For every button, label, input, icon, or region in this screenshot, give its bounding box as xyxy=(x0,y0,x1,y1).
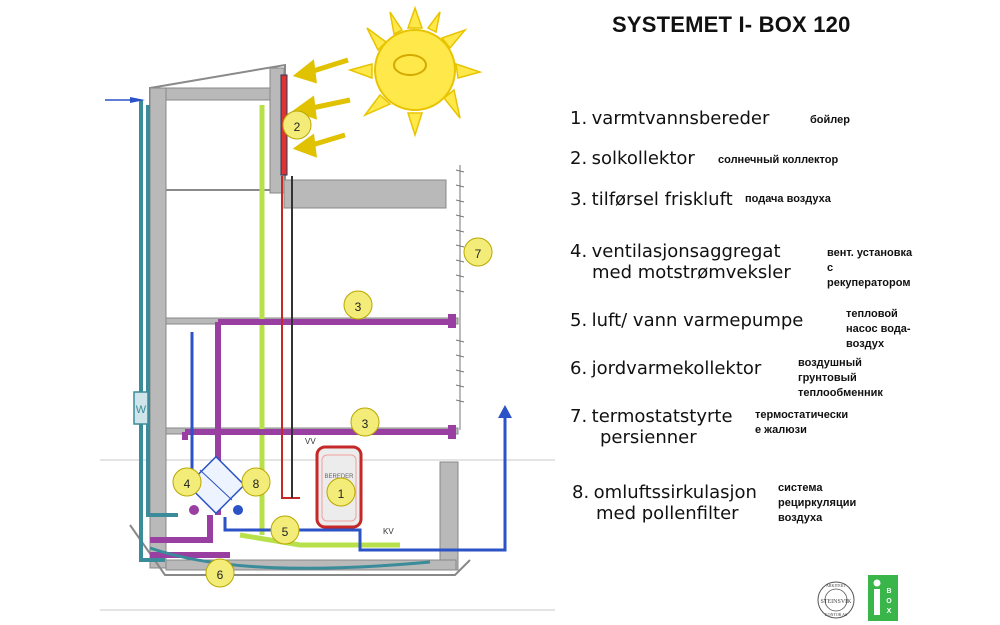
legend-number: 6. xyxy=(570,358,588,379)
badges: 2 7 3 3 4 8 1 5 6 xyxy=(172,110,493,588)
badge-5: 5 xyxy=(270,515,300,545)
legend-item-6: 6. jordvarmekollektor xyxy=(570,358,761,379)
hot-water-pipes xyxy=(281,176,300,499)
ru-line: воздушный xyxy=(798,357,862,369)
legend-label-no-line2: persienner xyxy=(600,427,697,448)
legend-label-ru: вент. установка с рекуператором xyxy=(827,246,912,291)
badge-6: 6 xyxy=(205,558,235,588)
foundation-outline xyxy=(129,524,471,576)
legend-label-no: jordvarmekollektor xyxy=(591,358,762,379)
ru-line: с xyxy=(827,262,834,274)
vent-outlet-upper xyxy=(448,314,456,328)
tank-label: BEREDER xyxy=(324,474,354,480)
legend-label-ru: тепловой насос вода- воздух xyxy=(846,307,911,352)
legend-label-no: tilførsel friskluft xyxy=(591,189,733,210)
legend-number: 8. xyxy=(572,482,590,503)
ibox-logo: B O X xyxy=(868,575,898,621)
svg-text:B: B xyxy=(886,588,891,595)
fresh-air-duct xyxy=(150,319,455,558)
exhaust-duct xyxy=(139,100,178,562)
legend-label-ru: подача воздуха xyxy=(745,193,831,205)
badge-3b: 3 xyxy=(350,407,380,437)
legend-label-no-line2: med motstrømveksler xyxy=(592,262,791,283)
ru-line: рециркуляции xyxy=(778,497,857,509)
heat-exchanger-box xyxy=(133,391,149,425)
heat-exchanger-label: W xyxy=(136,404,147,416)
badge-2: 2 xyxy=(282,110,312,140)
legend-item-1: 1. varmtvannsbereder xyxy=(570,108,769,129)
legend-number: 5. xyxy=(570,310,588,331)
svg-text:3: 3 xyxy=(355,300,362,314)
ru-line: система xyxy=(778,482,823,494)
sun-icon xyxy=(347,5,483,138)
legend-number: 1. xyxy=(570,108,588,129)
kv-label: KV xyxy=(383,527,394,536)
legend-number: 4. xyxy=(570,241,588,262)
legend-label-no: ventilasjonsaggregat xyxy=(591,241,781,262)
ru-line: насос вода- xyxy=(846,323,911,335)
svg-text:STEINSVIK: STEINSVIK xyxy=(821,599,853,605)
svg-text:X: X xyxy=(887,608,892,615)
legend-number: 3. xyxy=(570,189,588,210)
badge-1: 1 xyxy=(326,477,356,507)
legend-label-no: termostatstyrte xyxy=(591,406,733,427)
legend-label-ru: воздушный грунтовый теплообменник xyxy=(798,356,883,401)
legend-number: 2. xyxy=(570,148,588,169)
legend-label-ru: солнечный коллектор xyxy=(718,154,839,166)
legend-label-no: varmtvannsbereder xyxy=(591,108,770,129)
ru-line: теплообменник xyxy=(798,387,883,399)
legend-label-ru: бойлер xyxy=(810,114,850,126)
svg-text:2: 2 xyxy=(294,120,301,134)
supply-arrow-icon xyxy=(498,405,512,418)
page-title: SYSTEMET I- BOX 120 xyxy=(612,12,851,37)
svg-text:4: 4 xyxy=(184,477,191,491)
legend-item-5: 5. luft/ vann varmepumpe xyxy=(570,310,803,331)
badge-4: 4 xyxy=(172,467,202,497)
svg-text:6: 6 xyxy=(217,568,224,582)
svg-text:KONTOR AS: KONTOR AS xyxy=(825,612,848,617)
vv-label: VV xyxy=(305,437,316,446)
legend-label-no: luft/ vann varmepumpe xyxy=(591,310,804,331)
ru-line: е жалюзи xyxy=(755,424,807,436)
legend-label-ru: система рециркуляции воздуха xyxy=(778,481,856,526)
svg-text:5: 5 xyxy=(282,525,289,539)
ru-line: термостатически xyxy=(755,409,849,421)
exhaust-arrow-icon xyxy=(130,97,145,103)
svg-text:3: 3 xyxy=(362,417,369,431)
svg-text:8: 8 xyxy=(253,477,260,491)
legend-item-8: 8. omluftssirkulasjon med pollenfilter xyxy=(572,482,757,524)
architect-stamp-logo: STEINSVIK ARKITEKT KONTOR AS xyxy=(817,581,855,619)
legend-item-4: 4. ventilasjonsaggregat med motstrømveks… xyxy=(570,241,791,283)
house-ventilation-diagram: W BEREDER VV KV xyxy=(100,5,555,611)
legend-item-3: 3. tilførsel friskluft xyxy=(570,189,733,210)
supply-duct xyxy=(190,332,507,552)
legend-label-no-line2: med pollenfilter xyxy=(596,503,739,524)
sun-ray-arrows xyxy=(292,57,351,158)
legend-label-no: solkollektor xyxy=(591,148,695,169)
ground-collector-loop xyxy=(149,546,431,570)
badge-3a: 3 xyxy=(343,290,373,320)
badge-7: 7 xyxy=(463,237,493,267)
svg-text:7: 7 xyxy=(475,247,482,261)
ru-line: воздуха xyxy=(778,512,823,524)
ru-line: рекуператором xyxy=(827,277,911,289)
ventilation-unit xyxy=(186,455,246,515)
ru-line: тепловой xyxy=(846,308,898,320)
ru-line: воздух xyxy=(846,338,885,350)
ru-line: грунтовый xyxy=(798,372,857,384)
svg-text:O: O xyxy=(886,598,892,605)
ru-line: вент. установка xyxy=(827,247,913,259)
thermostatic-blinds xyxy=(455,165,465,430)
ibox-logo-mark: B O X xyxy=(873,579,892,615)
svg-text:ARKITEKT: ARKITEKT xyxy=(826,583,847,588)
legend-item-7: 7. termostatstyrte persienner xyxy=(570,406,733,448)
badge-8: 8 xyxy=(241,467,271,497)
legend-label-ru: термостатически е жалюзи xyxy=(755,408,848,438)
legend-number: 7. xyxy=(570,406,588,427)
vent-outlet-lower xyxy=(448,425,456,439)
legend-label-no: omluftssirkulasjon xyxy=(593,482,757,503)
svg-text:1: 1 xyxy=(338,487,345,501)
legend-item-2: 2. solkollektor xyxy=(570,148,695,169)
